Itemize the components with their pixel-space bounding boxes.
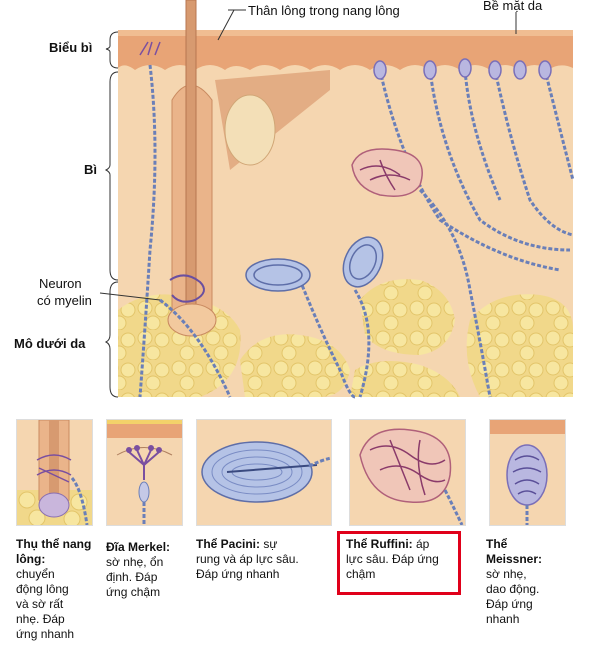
caption-merkel-title: Đĩa Merkel: <box>106 540 171 554</box>
panel-pacinian <box>196 419 332 526</box>
ruffini-ending-icon <box>350 420 465 525</box>
panel-hair-follicle <box>16 419 93 526</box>
neuron-label-line1: Neuron <box>39 276 82 291</box>
epidermis-layer <box>118 32 573 70</box>
hair-follicle <box>167 0 330 337</box>
caption-pacinian: Thể Pacini: sự rung và áp lực sâu. Đáp ứ… <box>196 537 331 582</box>
caption-line: Đáp ứng nhanh <box>196 567 280 581</box>
merkel-discs <box>139 41 161 56</box>
layer-brackets <box>104 31 119 398</box>
caption-line: nhanh <box>486 612 520 626</box>
caption-line: chuyển <box>16 567 55 581</box>
caption-merkel: Đĩa Merkel: sờ nhẹ, ổn định. Đáp ứng chậ… <box>106 540 191 600</box>
panel-ruffini <box>349 419 466 526</box>
caption-hair-follicle: Thụ thể nang lông: chuyển động lông và s… <box>16 537 96 642</box>
caption-ruffini: Thể Ruffini: áp lực sâu. Đáp ứng chậm <box>346 537 458 582</box>
caption-line: động lông <box>16 582 69 596</box>
ruffini-ending <box>351 148 423 197</box>
neuron-label-line2: có myelin <box>37 293 92 308</box>
caption-line: sự <box>263 537 278 551</box>
epidermis-label: Biểu bì <box>49 40 93 55</box>
caption-hair-follicle-title: Thụ thể nang lông: <box>16 537 92 566</box>
pacinian-corpuscles <box>245 236 384 292</box>
caption-line: dao động. <box>486 582 540 596</box>
caption-line: sờ nhẹ, ổn <box>106 555 164 569</box>
dermis-label: Bì <box>84 162 97 177</box>
caption-line: áp <box>416 537 430 551</box>
panel-merkel-disc <box>106 419 183 526</box>
caption-line: chậm <box>346 567 376 581</box>
skin-surface-label: Bề mặt da <box>483 0 543 13</box>
caption-meissner-title-2: Meissner: <box>486 552 543 566</box>
caption-line: lực sâu. Đáp ứng <box>346 552 439 566</box>
merkel-disc-icon <box>107 420 182 525</box>
caption-line: Đáp ứng <box>486 597 533 611</box>
hair-shaft-label: Thân lông trong nang lông <box>248 3 400 18</box>
caption-line: ứng nhanh <box>16 627 75 641</box>
caption-meissner-title: Thể <box>486 537 508 551</box>
caption-line: sờ nhẹ, <box>486 567 527 581</box>
hair-follicle-icon <box>17 420 92 525</box>
panel-meissner <box>489 419 566 526</box>
caption-line: định. Đáp <box>106 570 158 584</box>
skin-cross-section-diagram <box>99 0 575 399</box>
caption-pacinian-title: Thể Pacini: <box>196 537 261 551</box>
caption-ruffini-title: Thể Ruffini: <box>346 537 413 551</box>
caption-line: rung và áp lực sâu. <box>196 552 299 566</box>
pacinian-corpuscle-icon <box>197 420 331 525</box>
ruffini-highlight-box <box>337 531 461 595</box>
caption-line: ứng chậm <box>106 585 161 599</box>
nerve-fibers <box>138 64 575 399</box>
meissner-corpuscles <box>373 58 552 80</box>
subcutis-label: Mô dưới da <box>14 336 86 351</box>
caption-meissner: Thể Meissner: sờ nhẹ, dao động. Đáp ứng … <box>486 537 566 627</box>
subcutaneous-fat <box>118 279 573 397</box>
meissner-corpuscle-icon <box>490 420 565 525</box>
caption-line: nhẹ. Đáp <box>16 612 65 626</box>
caption-line: và sờ rất <box>16 597 64 611</box>
